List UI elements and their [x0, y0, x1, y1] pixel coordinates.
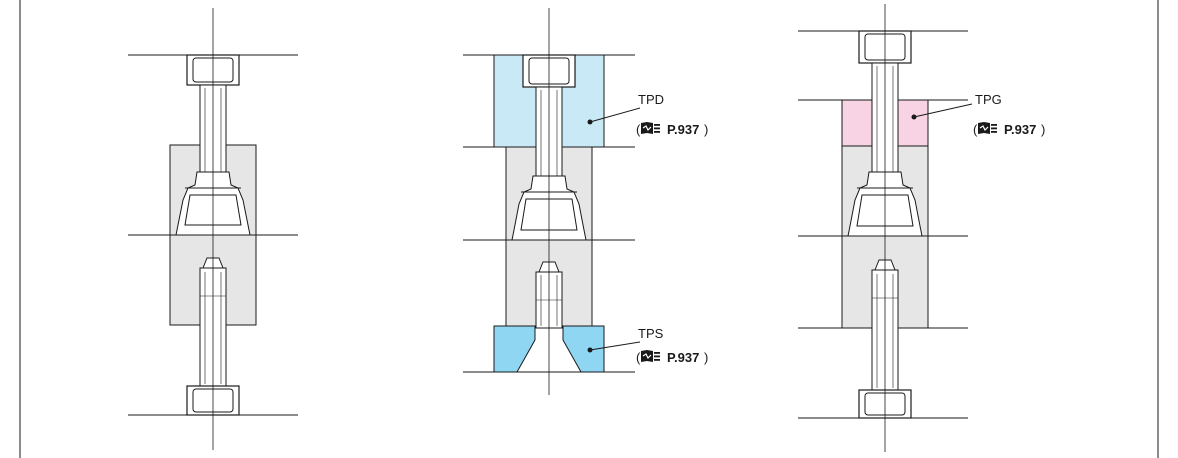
tpg-leader-line — [913, 103, 973, 118]
tps-page-ref: P.937 — [667, 350, 699, 365]
svg-text:(: ( — [636, 122, 641, 137]
tpd-label: TPD — [638, 92, 664, 107]
catalog-page-icon — [641, 122, 660, 134]
tps-label: TPS — [638, 326, 664, 341]
assembly-right: TPG ( P.937 ) — [798, 4, 1045, 452]
svg-text:): ) — [704, 122, 708, 137]
tpg-reference: ( P.937 ) — [973, 122, 1045, 137]
assembly-middle: TPD ( P.937 ) TPS ( — [463, 8, 708, 395]
catalog-page-icon — [978, 122, 997, 134]
assembly-left — [128, 8, 298, 450]
svg-text:(: ( — [636, 350, 641, 365]
tpd-page-ref: P.937 — [667, 122, 699, 137]
tps-leader-line — [589, 341, 641, 351]
svg-text:(: ( — [973, 122, 978, 137]
svg-text:): ) — [704, 350, 708, 365]
svg-text:): ) — [1041, 122, 1045, 137]
tpd-reference: ( P.937 ) — [636, 122, 708, 137]
tpg-label: TPG — [975, 92, 1002, 107]
tpg-page-ref: P.937 — [1004, 122, 1036, 137]
catalog-page-icon — [641, 350, 660, 362]
tps-reference: ( P.937 ) — [636, 350, 708, 365]
tpd-leader-line — [589, 107, 641, 123]
